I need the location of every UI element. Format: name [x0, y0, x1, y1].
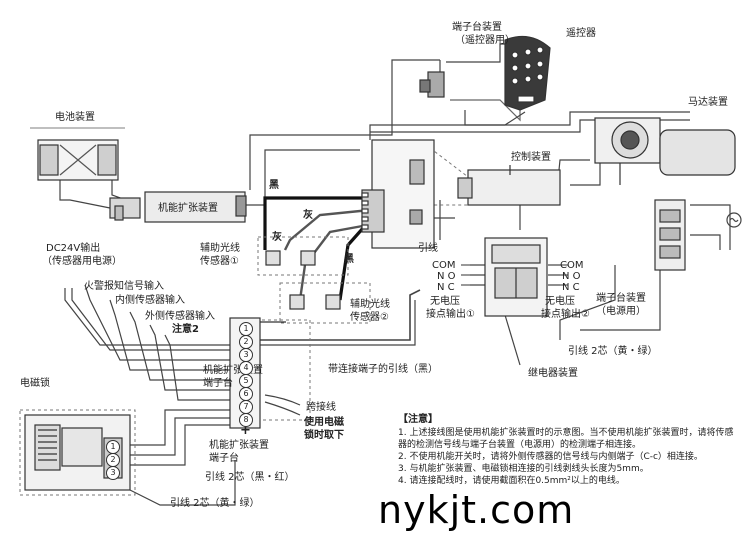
- inner-sensor-label: 内侧传感器输入: [115, 295, 185, 306]
- wire-black-2: 黑: [344, 254, 354, 265]
- relay-no-right: N O: [562, 271, 581, 282]
- note-item: 2. 不使用机能开关时，请将外侧传感器的信号线与内侧端子（C-c）相连接。: [398, 452, 703, 462]
- ext-terminal-sublabel: 端子台: [203, 378, 233, 389]
- aux-sensor2-label: 辅助光线: [350, 299, 390, 310]
- note2-label: 注意2: [172, 324, 199, 335]
- aux-sensor2-sublabel: 传感器②: [350, 312, 389, 323]
- maglock-label: 电磁锁: [20, 378, 50, 389]
- terminal-remote-sublabel: （遥控器用）: [455, 35, 515, 46]
- terminal-number: 6: [239, 387, 253, 401]
- use-lock-label: 使用电磁: [304, 417, 344, 428]
- function-ext-label: 机能扩张装置: [158, 203, 218, 214]
- dc24-sublabel: （传感器用电源）: [42, 256, 122, 267]
- control-label: 控制装置: [511, 152, 551, 163]
- terminal-remote-label: 端子台装置: [452, 22, 502, 33]
- note-item: 3. 与机能扩张装置、电磁锁相连接的引线剥线头长度为5mm。: [398, 464, 649, 474]
- relay-no-left: N O: [437, 271, 456, 282]
- note-item: 1. 上述接线图是使用机能扩张装置时的示意图。当不使用机能扩张装置时，请将传感器…: [398, 428, 734, 450]
- wire-gray-2: 灰: [272, 232, 282, 243]
- relay-nc-right: N C: [562, 282, 580, 293]
- relay-com-left: COM: [432, 260, 456, 271]
- lead-yg-bottom-label: 引线 2芯（黄・绿）: [170, 498, 260, 509]
- outer-sensor-label: 外侧传感器输入: [145, 311, 215, 322]
- battery-label: 电池装置: [55, 112, 95, 123]
- terminal-number: 2: [239, 335, 253, 349]
- lead-yg-right-label: 引线 2芯（黄・绿）: [568, 346, 658, 357]
- lock-terminal-number: 1: [106, 440, 120, 454]
- motor-label: 马达装置: [688, 97, 728, 108]
- note-item: 4. 请连接配线时，请使用截面积在0.5mm²以上的电线。: [398, 476, 625, 486]
- wire-gray-1: 灰: [303, 210, 313, 221]
- terminal-number: 5: [239, 374, 253, 388]
- ext-terminal-label: 机能扩张装置: [203, 365, 263, 376]
- notes-panel: 【注意】 1. 上述接线图是使用机能扩张装置时的示意图。当不使用机能扩张装置时，…: [398, 414, 738, 487]
- ext-terminal2-sublabel: 端子台: [209, 453, 239, 464]
- terminal-power-label: 端子台装置: [596, 293, 646, 304]
- terminal-power-sublabel: （电源用）: [596, 306, 646, 317]
- lock-terminal-number: 2: [106, 453, 120, 467]
- notes-title: 【注意】: [398, 414, 438, 425]
- plus-sign: +: [240, 423, 251, 438]
- no-volt1-label: 无电压: [430, 296, 460, 307]
- relay-com-right: COM: [560, 260, 584, 271]
- relay-label: 继电器装置: [528, 368, 578, 379]
- wire-black-1: 黑: [269, 180, 279, 191]
- terminal-number: 1: [239, 322, 253, 336]
- fire-alarm-label: 火警报知信号输入: [84, 281, 164, 292]
- relay-nc-left: N C: [437, 282, 455, 293]
- terminal-number: 8: [239, 413, 253, 427]
- lead-wire-label: 引线: [418, 243, 438, 254]
- remote-label: 遥控器: [566, 28, 596, 39]
- no-volt2-label: 无电压: [545, 296, 575, 307]
- use-lock-sublabel: 锁时取下: [304, 430, 344, 441]
- terminal-number: 3: [239, 348, 253, 362]
- terminal-number: 7: [239, 400, 253, 414]
- no-volt1-sublabel: 接点输出①: [426, 309, 475, 320]
- lead-br-label: 引线 2芯（黑・红）: [205, 472, 295, 483]
- lock-terminal-number: 3: [106, 466, 120, 480]
- ext-terminal2-label: 机能扩张装置: [209, 440, 269, 451]
- no-volt2-sublabel: 接点输出②: [541, 309, 590, 320]
- watermark-text: nykjt.com: [378, 488, 575, 532]
- lead-terminal-label: 带连接端子的引线（黑）: [328, 364, 438, 375]
- jumper-label: 跨接线: [306, 402, 336, 413]
- aux-sensor1-sublabel: 传感器①: [200, 256, 239, 267]
- aux-sensor1-label: 辅助光线: [200, 243, 240, 254]
- dc24-label: DC24V输出: [46, 243, 101, 254]
- terminal-number: 4: [239, 361, 253, 375]
